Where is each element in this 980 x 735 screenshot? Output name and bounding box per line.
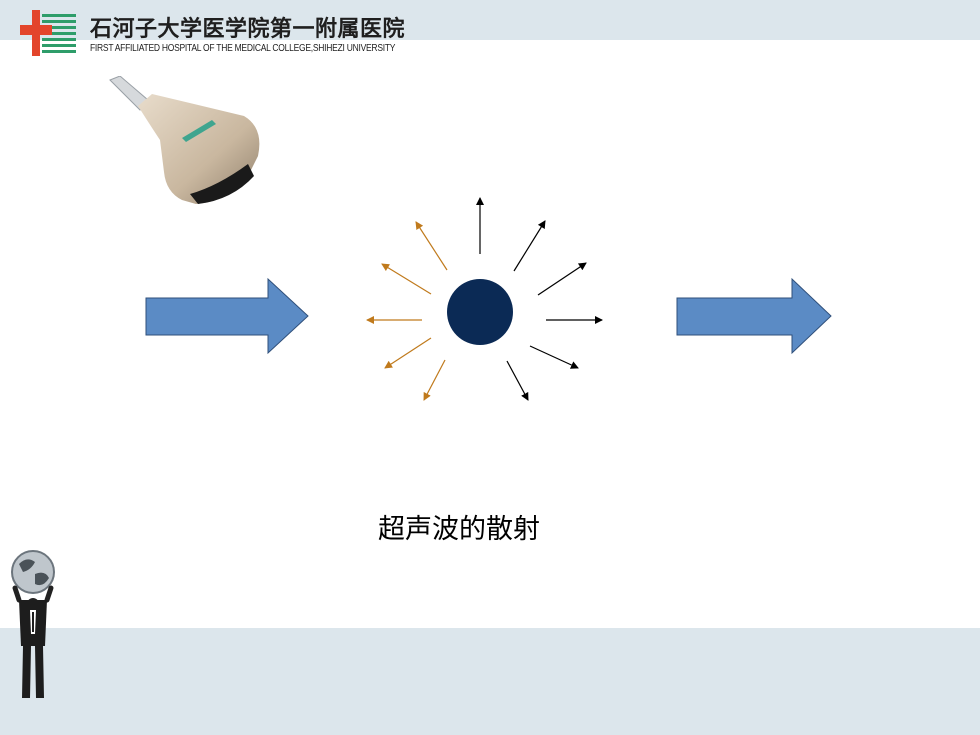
slide-caption: 超声波的散射: [378, 514, 540, 545]
hospital-title-cn: 石河子大学医学院第一附属医院: [90, 17, 406, 42]
hospital-title-en: FIRST AFFILIATED HOSPITAL OF THE MEDICAL…: [90, 43, 396, 54]
ultrasound-probe-image: [109, 76, 260, 204]
footer-band: [0, 628, 980, 735]
backscatter-arrow-lower-left: [423, 359, 446, 401]
scatter-arrow-lower-right: [506, 360, 529, 401]
person-holding-globe-icon: [11, 550, 55, 698]
scatter-arrow-right-down: [529, 345, 579, 369]
transmitted-wave-arrow: [676, 277, 832, 355]
backscatter-arrow-left-up: [381, 263, 432, 295]
scatter-arrow-right-up: [537, 262, 587, 296]
header-band: [0, 0, 980, 40]
hospital-logo-icon: [20, 10, 76, 56]
backscatter-arrow-upper-left: [415, 221, 448, 271]
backscatter-arrow-left-down: [384, 337, 432, 369]
incident-wave-arrow: [145, 277, 309, 355]
scatter-arrow-upper-right: [513, 220, 546, 272]
scattering-particle: [447, 279, 513, 345]
